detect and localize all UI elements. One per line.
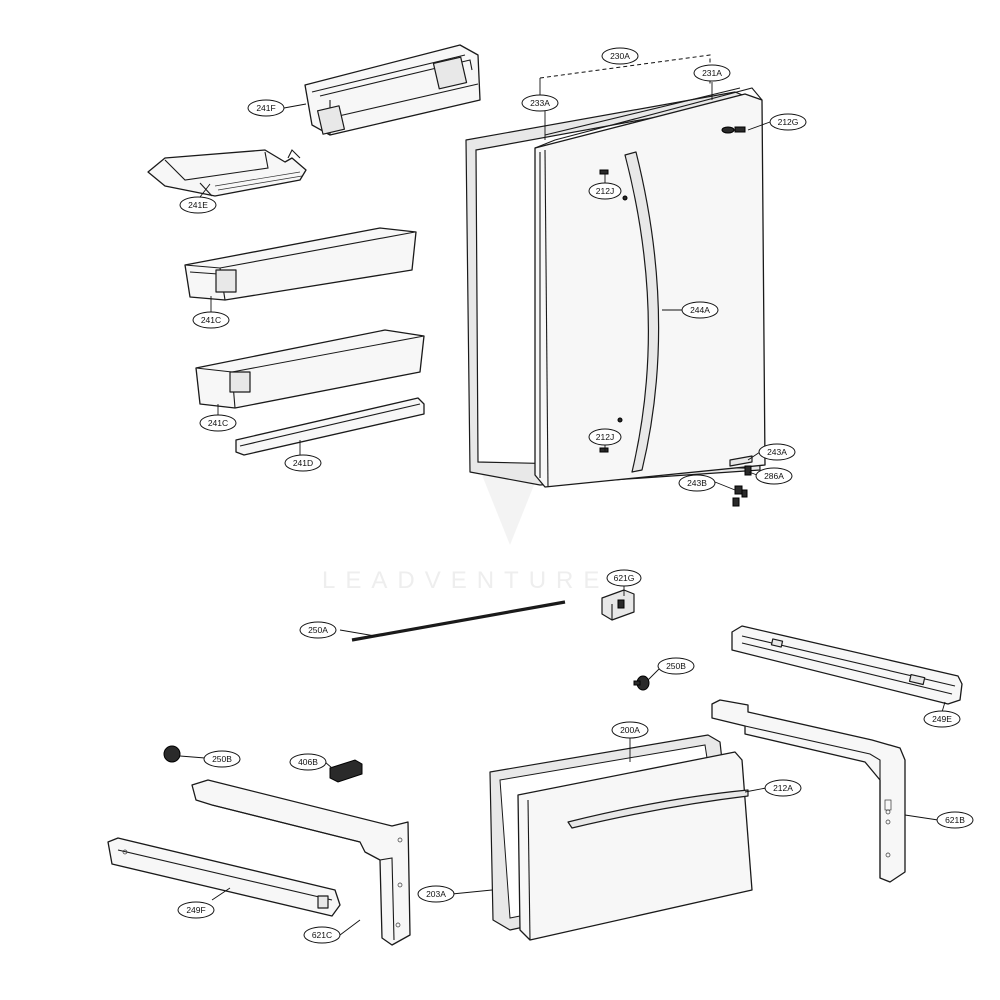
callout-621C: 621C <box>303 926 341 944</box>
callout-243B-label: 243B <box>687 478 707 488</box>
callout-406B-label: 406B <box>298 757 318 767</box>
callout-241D-label: 241D <box>293 458 313 468</box>
callout-621B-label: 621B <box>945 815 965 825</box>
callout-241E-label: 241E <box>188 200 208 210</box>
callout-243A: 243A <box>758 443 796 461</box>
callout-241F-label: 241F <box>256 103 275 113</box>
callout-286A: 286A <box>755 467 793 485</box>
watermark: LEADVENTURE <box>322 470 609 594</box>
callout-212J-bottom-label: 212J <box>596 432 614 442</box>
part-621C-left-bracket <box>191 779 411 946</box>
callout-230A: 230A <box>601 47 639 65</box>
callout-241F: 241F <box>247 99 285 117</box>
part-621B-right-bracket <box>711 699 906 883</box>
callout-241C-bottom-label: 241C <box>208 418 228 428</box>
part-241F-door-bin <box>304 44 481 136</box>
callout-230A-label: 230A <box>610 51 630 61</box>
callout-244A: 244A <box>681 301 719 319</box>
callout-250B-right-label: 250B <box>666 661 686 671</box>
callout-200A: 200A <box>611 721 649 739</box>
part-250B-knob-right <box>633 675 650 691</box>
callout-203A: 203A <box>417 885 455 903</box>
callout-406B: 406B <box>289 753 327 771</box>
callout-249F: 249F <box>177 901 215 919</box>
part-212A-drawer-door <box>517 751 753 941</box>
part-249F-slide-rail <box>107 837 341 917</box>
callout-621G: 621G <box>606 569 642 587</box>
part-241C-door-bin-upper <box>184 227 417 301</box>
callout-621C-label: 621C <box>312 930 332 940</box>
callout-233A: 233A <box>521 94 559 112</box>
callout-249E: 249E <box>923 710 961 728</box>
callout-212A-label: 212A <box>773 783 793 793</box>
part-241D-bin-trim <box>235 397 425 456</box>
watermark-text: LEADVENTURE <box>322 567 609 594</box>
callout-250B-left-label: 250B <box>212 754 232 764</box>
part-refrigerator-door <box>534 87 766 488</box>
callout-203A-label: 203A <box>426 889 446 899</box>
part-250A-rod <box>351 600 566 642</box>
callout-241C-top-label: 241C <box>201 315 221 325</box>
callout-241E: 241E <box>179 196 217 214</box>
part-241E-shelf-holder <box>147 149 307 197</box>
callout-241D: 241D <box>284 454 322 472</box>
part-250B-knob-left <box>163 745 181 763</box>
callout-231A: 231A <box>693 64 731 82</box>
callout-212A: 212A <box>764 779 802 797</box>
callout-200A-label: 200A <box>620 725 640 735</box>
callout-244A-label: 244A <box>690 305 710 315</box>
part-621G-bracket <box>601 589 635 621</box>
part-406B-clip <box>329 759 363 783</box>
callout-212G: 212G <box>769 113 807 131</box>
callout-233A-label: 233A <box>530 98 550 108</box>
part-241C-door-bin-lower <box>195 329 425 409</box>
callout-250A: 250A <box>299 621 337 639</box>
callout-249E-label: 249E <box>932 714 952 724</box>
callout-212J-top: 212J <box>588 182 622 200</box>
callout-249F-label: 249F <box>186 905 205 915</box>
callout-241C-bottom: 241C <box>199 414 237 432</box>
part-243-hinge-set <box>729 455 753 507</box>
callout-212J-top-label: 212J <box>596 186 614 196</box>
callout-286A-label: 286A <box>764 471 784 481</box>
callout-243A-label: 243A <box>767 447 787 457</box>
callout-250B-left: 250B <box>203 750 241 768</box>
callout-231A-label: 231A <box>702 68 722 78</box>
callout-243B: 243B <box>678 474 716 492</box>
callout-212G-label: 212G <box>778 117 799 127</box>
callout-621B: 621B <box>936 811 974 829</box>
callout-621G-label: 621G <box>614 573 635 583</box>
callout-250B-right: 250B <box>657 657 695 675</box>
callout-241C-top: 241C <box>192 311 230 329</box>
callout-250A-label: 250A <box>308 625 328 635</box>
part-249E-slide-rail <box>731 625 963 705</box>
callout-212J-bottom: 212J <box>588 428 622 446</box>
